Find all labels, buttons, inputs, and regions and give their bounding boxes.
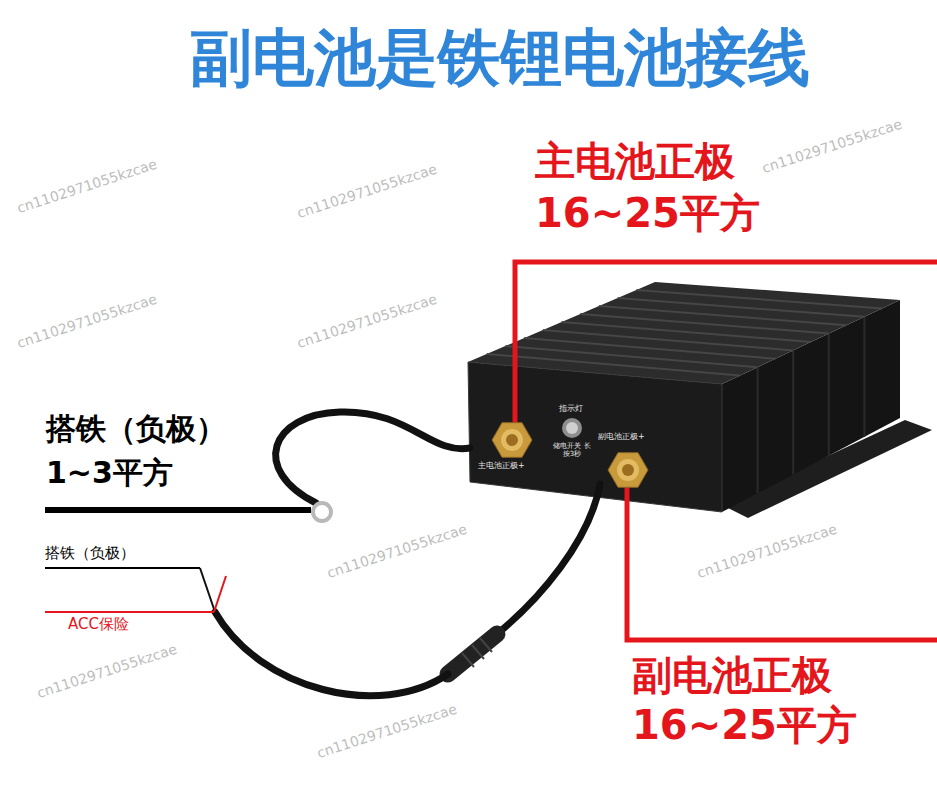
watermark: cn1102971055kzcae: [15, 156, 159, 216]
ground-leader-bar: [45, 507, 311, 513]
watermark: cn1102971055kzcae: [295, 161, 439, 221]
housing-front: [468, 362, 722, 512]
wire-gauge: 1~3平方: [46, 456, 173, 491]
main-terminal: [492, 423, 532, 458]
panel-label: 指示灯: [559, 404, 583, 413]
wire-gauge: 16~25平方: [632, 702, 857, 748]
watermark: cn1102971055kzcae: [35, 641, 179, 701]
ring-terminal: [313, 503, 331, 521]
callout-label: 副电池正极: [632, 652, 832, 698]
callout-label: 搭铁（负极）: [45, 545, 135, 562]
watermark: cn1102971055kzcae: [325, 521, 469, 581]
ground-leader: [45, 567, 200, 569]
callout-label: 主电池正极: [535, 138, 735, 184]
aux-terminal: [608, 453, 648, 488]
panel-label: 主电池正极+: [478, 461, 525, 470]
watermark: cn1102971055kzcae: [695, 521, 839, 581]
waterproof-connector: [448, 634, 497, 674]
wire-gauge: 16~25平方: [535, 190, 760, 236]
acc-leader: [45, 611, 214, 613]
top-fins: [487, 290, 883, 376]
main-battery-cable: [515, 262, 937, 440]
panel-label: 储电开关 长按3秒: [553, 442, 591, 458]
callout-label: ACC保险: [68, 616, 129, 633]
control-wire: [492, 484, 600, 638]
indicator-button: [562, 418, 582, 438]
callout-label: 搭铁（负极）: [46, 412, 226, 447]
title: 副电池是铁锂电池接线: [190, 22, 810, 93]
watermark: cn1102971055kzcae: [15, 291, 159, 351]
panel-label: 副电池正极+: [598, 432, 645, 441]
watermark: cn1102971055kzcae: [295, 291, 439, 351]
control-wire: [215, 612, 448, 696]
watermark: cn1102971055kzcae: [760, 116, 904, 176]
ground-lead: [200, 568, 215, 612]
acc-lead: [214, 576, 226, 612]
watermark: cn1102971055kzcae: [315, 701, 459, 761]
connector-ribs: [462, 638, 492, 667]
ground-wire: [276, 412, 470, 503]
aux-battery-cable: [627, 470, 937, 640]
